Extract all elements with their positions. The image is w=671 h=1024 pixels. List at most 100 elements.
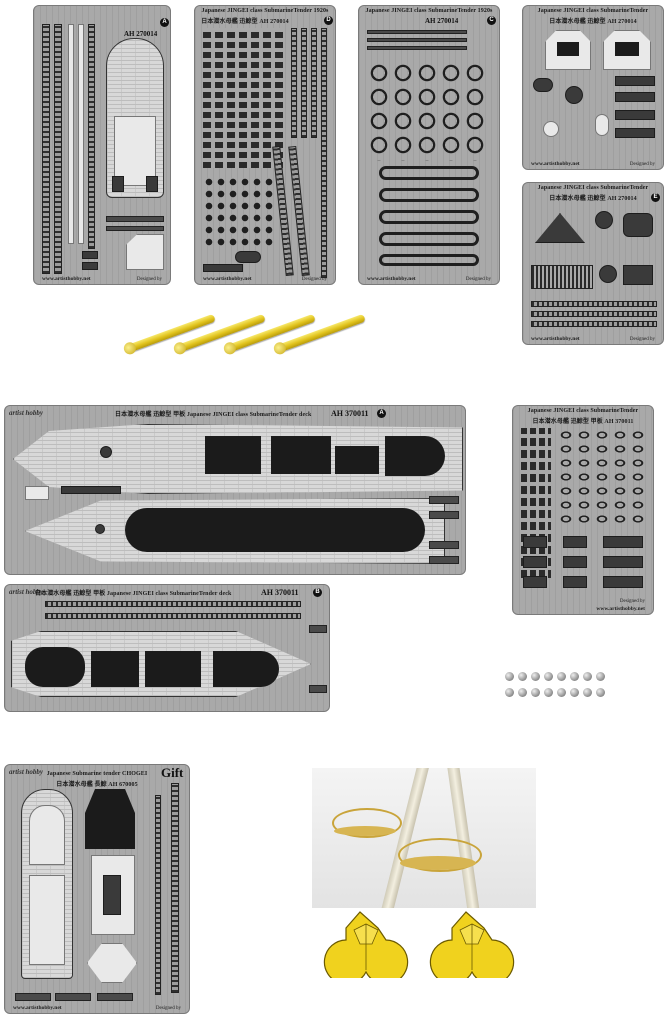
fret-url: www.artisthobby.net [531, 336, 580, 342]
brass-platform [398, 838, 482, 872]
fret-code: AH 270014 [607, 196, 637, 202]
rail-part [42, 24, 50, 274]
small-part [615, 128, 655, 138]
small-part [100, 446, 112, 458]
yellow-platform-part-left [323, 911, 409, 978]
small-part [523, 536, 547, 548]
nut [570, 672, 579, 681]
deck-cutout [145, 651, 201, 687]
nut [557, 688, 566, 697]
fret-d: Japanese JINGEI class SubmarineTender 19… [194, 5, 336, 285]
fret-title-cn: 日本潜水母艦 迅鯨型 AH 270014 [523, 16, 663, 25]
rail-part [45, 601, 301, 607]
yellow-platform-part-right [429, 911, 515, 978]
mast-leg [377, 768, 431, 908]
fret-title-cn-text: 日本潜水母艦 迅鯨型 [549, 19, 606, 25]
deck-cutout [271, 436, 331, 474]
deck-cutout [385, 436, 445, 476]
nut [505, 688, 514, 697]
fret-title: Japanese Submarine tender CHOGEI [46, 771, 148, 777]
fret-url: www.artisthobby.net [367, 276, 416, 282]
deck-fret-b: artist hobby 日本潜水母艦 迅鯨型 甲板 Japanese JING… [4, 584, 330, 712]
designed-by: Designed by [136, 277, 162, 282]
small-part [126, 234, 164, 270]
small-part [309, 625, 327, 633]
brass-barrel [126, 313, 216, 353]
designed-by: Designed by [629, 337, 655, 342]
small-part [603, 536, 643, 548]
small-part [429, 496, 459, 504]
deck-title: 日本潜水母艦 迅鯨型 甲板 Japanese JINGEI class Subm… [35, 588, 329, 597]
nut [557, 672, 566, 681]
small-part [429, 511, 459, 519]
deck-cutout [91, 651, 139, 687]
fret-title: Japanese JINGEI class SubmarineTender [527, 408, 639, 414]
small-part [103, 875, 121, 915]
small-part [563, 536, 587, 548]
designed-by: Designed by [619, 599, 645, 604]
fret-title-cn: 日本潜水母艦 迅鯨型 AH 270014 [195, 16, 335, 25]
small-part [87, 943, 137, 983]
small-part [599, 265, 617, 283]
deck-letter: B [313, 588, 322, 597]
mast-part [535, 213, 585, 243]
deck-cutout [25, 647, 85, 687]
small-part [543, 121, 559, 137]
fret-letter: C [487, 16, 496, 25]
small-part [523, 576, 547, 588]
bridge-part [615, 42, 639, 56]
rail-part [155, 795, 161, 995]
small-part [61, 486, 121, 494]
fret-letter: D [324, 16, 333, 25]
hull-deck-part [114, 116, 156, 186]
fret-c: Japanese JINGEI class SubmarineTender 19… [358, 5, 500, 285]
small-part [106, 216, 164, 222]
small-part [603, 576, 643, 588]
brand-logo: artist hobby [9, 588, 44, 596]
rail-part [531, 311, 657, 317]
deck-code: AH 370011 [261, 588, 299, 597]
fret-title: Japanese JINGEI class SubmarineTender 19… [365, 8, 493, 14]
rail-part [311, 28, 317, 138]
rail-part [367, 38, 467, 42]
fret-title: Japanese JINGEI class SubmarineTender [537, 8, 649, 14]
small-part [97, 993, 133, 1001]
fret-title-cn-text: 日本潜水母艦 長鯨 [56, 782, 107, 788]
fret-title-cn-text: 日本潜水母艦 迅鯨型 [201, 19, 258, 25]
deck-title-text: 日本潜水母艦 迅鯨型 甲板 Japanese JINGEI class Subm… [35, 591, 232, 597]
nut [596, 688, 605, 697]
nut [544, 688, 553, 697]
fret-code: AH 670005 [108, 782, 138, 788]
fret-title: Japanese JINGEI class SubmarineTender [537, 185, 649, 191]
nut [531, 672, 540, 681]
rail-part [291, 28, 297, 138]
deck-cutout [213, 651, 279, 687]
small-part [82, 251, 98, 259]
fret-title: Japanese JINGEI class SubmarineTender 19… [201, 8, 329, 14]
nut [570, 688, 579, 697]
small-part [309, 685, 327, 693]
rail-part [367, 46, 467, 50]
deck-fret-a: artist hobby 日本潜水母艦 迅鯨型 甲板 Japanese JING… [4, 405, 466, 575]
brand-logo: artist hobby [9, 768, 44, 776]
rail-part [531, 301, 657, 307]
deck-title: 日本潜水母艦 迅鯨型 甲板 Japanese JINGEI class Subm… [115, 409, 465, 418]
bridge-part [557, 42, 579, 56]
small-part [203, 264, 243, 272]
small-part [429, 541, 459, 549]
designed-by: Designed by [301, 277, 327, 282]
brass-platform-photo [312, 768, 536, 908]
brass-platform [400, 856, 476, 870]
rail-part [68, 24, 74, 244]
handrail-part [379, 210, 479, 224]
small-part [623, 265, 653, 285]
fret-code: AH 270014 [259, 19, 289, 25]
parts-grid [203, 176, 273, 246]
bridge-part [85, 789, 135, 849]
small-part [563, 576, 587, 588]
small-part [615, 76, 655, 86]
rail-part [321, 28, 327, 278]
brass-barrel [176, 313, 266, 353]
small-part [112, 176, 124, 192]
small-part [563, 556, 587, 568]
